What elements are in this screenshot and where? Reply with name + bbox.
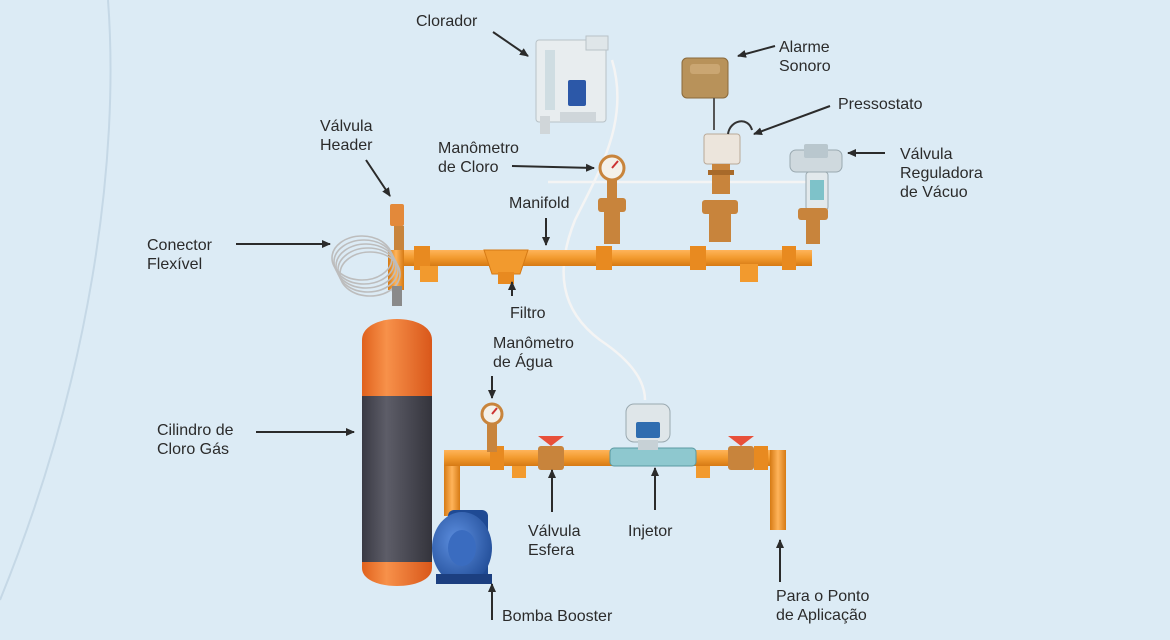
ball-valve-device-2 xyxy=(728,436,754,470)
vacuum-regulator-valve xyxy=(789,144,843,244)
audible-alarm-device xyxy=(681,57,729,130)
arrow-alarme xyxy=(737,45,776,58)
ball-valve-device xyxy=(538,436,564,470)
chlorine-gas-cylinder xyxy=(362,286,432,586)
arrow-valvula-header xyxy=(365,159,391,197)
pressure-switch-device xyxy=(702,120,753,242)
chlorinator-device xyxy=(535,35,609,134)
label-bomba-booster: Bomba Booster xyxy=(502,608,613,625)
water-gauge-device xyxy=(480,402,504,452)
flexible-connector-coil xyxy=(331,235,401,305)
arrow-manometro-cloro xyxy=(511,163,595,172)
injector-device xyxy=(609,403,697,467)
chlorine-gauge-device xyxy=(598,154,626,244)
label-pressostato: Pressostato xyxy=(838,96,923,113)
label-injetor: Injetor xyxy=(628,523,673,540)
arrow-pressostato xyxy=(753,105,831,135)
booster-pump-device xyxy=(432,510,492,584)
label-clorador: Clorador xyxy=(416,13,478,30)
manifold-pipe xyxy=(388,246,812,290)
vacuum-tube xyxy=(562,59,647,401)
label-manifold: Manifold xyxy=(509,195,570,212)
background-curve xyxy=(0,0,112,601)
header-valve-device xyxy=(390,204,404,250)
label-filtro: Filtro xyxy=(510,305,546,322)
arrow-clorador xyxy=(492,31,529,57)
